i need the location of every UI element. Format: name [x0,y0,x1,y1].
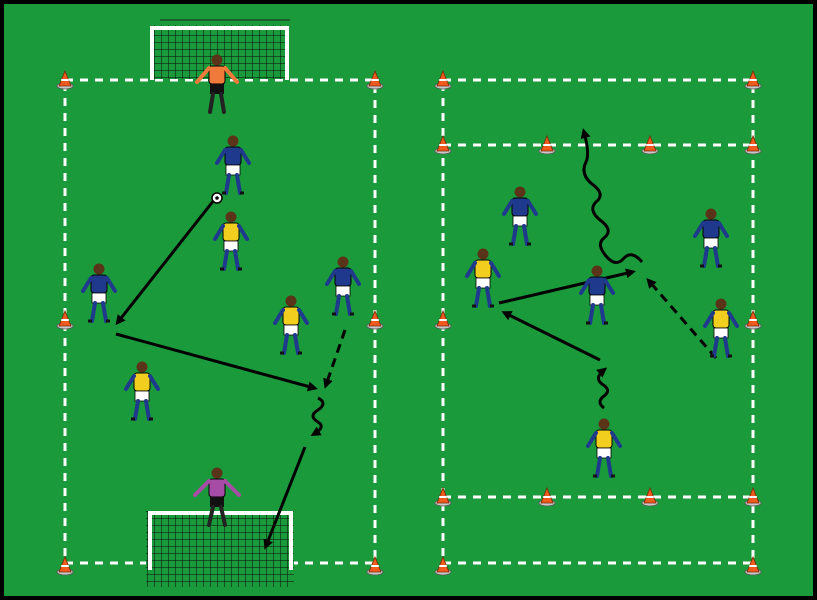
run-arrow [323,329,347,389]
dribble-arrow [580,128,644,264]
pitch-grass [4,4,813,596]
bottom-goal-icon [146,511,294,587]
left-drill [56,19,384,587]
right-drill [434,70,762,576]
right-field-boundary [441,78,755,565]
shot-arrow [263,446,307,550]
pass-arrow [498,268,636,305]
goalkeeper-bottom-player-icon [193,467,241,527]
dribble-arrow [310,396,325,437]
pass-arrow [501,311,601,362]
dribble-arrow [596,367,609,410]
pass-arrow [115,332,318,392]
run-arrow [646,277,718,359]
pass-arrow [115,199,216,326]
ball-icon [211,192,223,204]
goalkeeper-top-player-icon [195,54,239,114]
